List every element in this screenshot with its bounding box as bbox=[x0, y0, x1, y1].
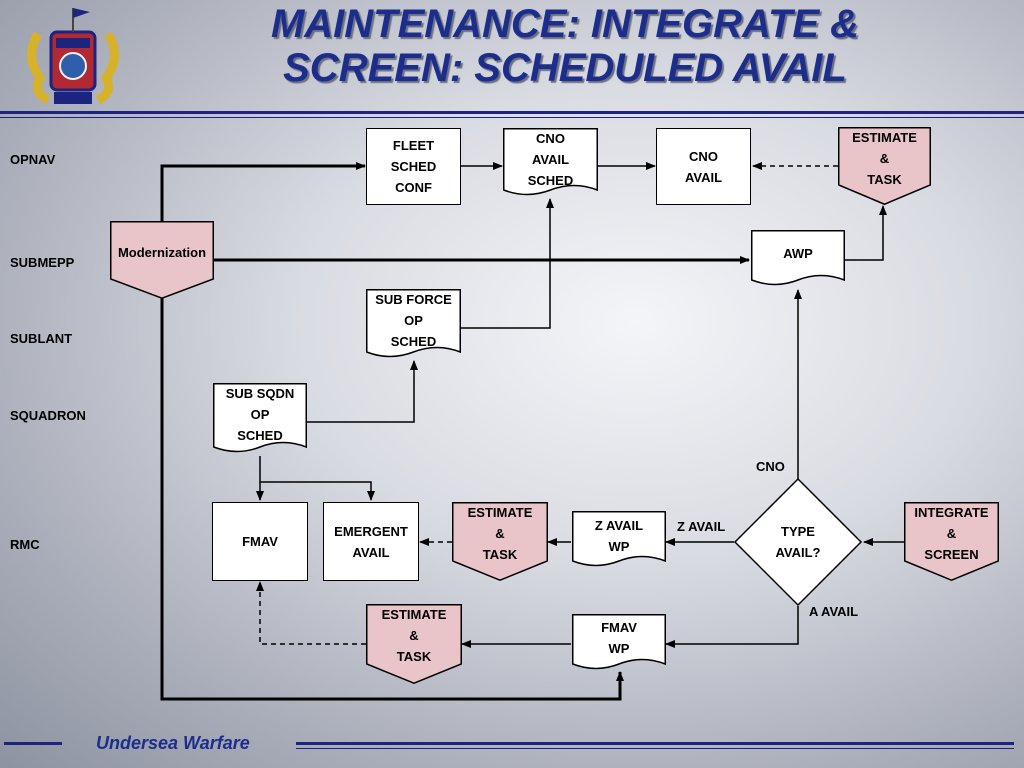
edge-label-cno: CNO bbox=[756, 459, 785, 474]
header-rule-thick bbox=[0, 111, 1024, 114]
node-cno-avail-sched: CNO AVAIL SCHED bbox=[503, 128, 598, 200]
lane-opnav: OPNAV bbox=[10, 152, 56, 167]
node-z-avail-wp: Z AVAIL WP bbox=[572, 511, 666, 571]
node-line: FMAV bbox=[242, 534, 278, 549]
lane-sublant: SUBLANT bbox=[10, 331, 73, 346]
node-line: EMERGENT bbox=[334, 523, 408, 539]
node-awp: AWP bbox=[751, 230, 845, 290]
node-line: ESTIMATE bbox=[381, 607, 447, 622]
node-cno-avail: CNO AVAIL bbox=[656, 128, 751, 205]
node-line: CNO bbox=[536, 131, 565, 146]
edge-subsqdn-emergent bbox=[260, 481, 375, 501]
node-line: ESTIMATE bbox=[852, 130, 917, 145]
node-line: AWP bbox=[783, 246, 813, 261]
node-line: & bbox=[495, 526, 505, 541]
lane-submepp: SUBMEPP bbox=[10, 255, 75, 270]
slide-title: MAINTENANCE: INTEGRATE & SCREEN: SCHEDUL… bbox=[150, 2, 980, 90]
node-line: SUB SQDN bbox=[225, 386, 295, 401]
node-line: OP bbox=[404, 313, 423, 328]
node-line: TYPE bbox=[781, 524, 815, 539]
node-line: & bbox=[946, 526, 957, 541]
node-line: Modernization bbox=[117, 245, 207, 260]
node-line: SCHED bbox=[390, 334, 437, 349]
footer-rule-left bbox=[4, 742, 62, 745]
node-line: FMAV bbox=[601, 620, 637, 635]
title-line-1: MAINTENANCE: INTEGRATE & bbox=[270, 2, 860, 46]
node-integrate-screen: INTEGRATE & SCREEN bbox=[904, 502, 999, 582]
edge-label-z-avail: Z AVAIL bbox=[677, 519, 726, 534]
node-line: SCHED bbox=[527, 173, 574, 188]
node-line: WP bbox=[608, 641, 630, 656]
node-line: OP bbox=[250, 407, 270, 422]
node-fmav-wp: FMAV WP bbox=[572, 614, 666, 674]
node-line: SCREEN bbox=[924, 547, 979, 562]
node-line: SUB FORCE bbox=[375, 292, 452, 307]
node-sub-force-op-sched: SUB FORCE OP SCHED bbox=[366, 289, 461, 362]
edge-label-a-avail: A AVAIL bbox=[809, 604, 859, 619]
title-line-2: SCREEN: SCHEDULED AVAIL bbox=[283, 46, 847, 90]
node-sub-sqdn-op-sched: SUB SQDN OP SCHED bbox=[213, 383, 307, 458]
edge-estimate-fmav bbox=[256, 581, 366, 645]
node-line: AVAIL bbox=[531, 152, 570, 167]
node-estimate-task-top: ESTIMATE & TASK bbox=[838, 127, 931, 206]
node-line: INTEGRATE bbox=[914, 505, 989, 520]
lane-rmc: RMC bbox=[10, 537, 40, 552]
edge-modernization-fmavwp bbox=[160, 298, 624, 701]
node-line: & bbox=[409, 628, 419, 643]
footer-text: Undersea Warfare bbox=[96, 733, 250, 753]
node-estimate-task-bot: ESTIMATE & TASK bbox=[366, 604, 462, 685]
node-line: CNO bbox=[689, 148, 718, 164]
header-rule-thin bbox=[0, 117, 1024, 118]
node-estimate-task-mid: ESTIMATE & TASK bbox=[452, 502, 548, 582]
node-fleet-sched-conf: FLEET SCHED CONF bbox=[366, 128, 461, 205]
node-line: TASK bbox=[867, 172, 902, 187]
node-line: AVAIL? bbox=[775, 545, 821, 560]
lane-squadron: SQUADRON bbox=[10, 408, 86, 423]
node-modernization: Modernization bbox=[110, 221, 214, 300]
edge-awp-estimate bbox=[845, 205, 887, 261]
edge-modernization-fleet bbox=[160, 162, 366, 222]
node-line: WP bbox=[608, 539, 630, 554]
node-line: & bbox=[879, 151, 890, 166]
command-logo bbox=[18, 4, 128, 115]
node-line: SCHED bbox=[390, 159, 437, 174]
node-emergent-avail: EMERGENT AVAIL bbox=[323, 502, 419, 581]
node-line: CONF bbox=[395, 180, 432, 195]
edge-subforce-cnosched bbox=[461, 198, 554, 329]
footer-rule-right bbox=[296, 742, 1014, 745]
node-line: AVAIL bbox=[684, 169, 723, 185]
node-line: ESTIMATE bbox=[467, 505, 533, 520]
node-line: FLEET bbox=[392, 138, 435, 153]
node-type-avail-decision: TYPE AVAIL? bbox=[733, 477, 863, 607]
node-line: SCHED bbox=[237, 428, 283, 443]
edge-subsqdn-subforce bbox=[307, 360, 418, 423]
node-line: TASK bbox=[396, 649, 432, 664]
node-line: TASK bbox=[482, 547, 518, 562]
footer-rule-right-thin bbox=[296, 748, 1014, 749]
edge-type-fmavwp bbox=[665, 606, 799, 648]
node-line: Z AVAIL bbox=[594, 518, 644, 533]
node-line: AVAIL bbox=[352, 544, 390, 560]
node-fmav: FMAV bbox=[212, 502, 308, 581]
